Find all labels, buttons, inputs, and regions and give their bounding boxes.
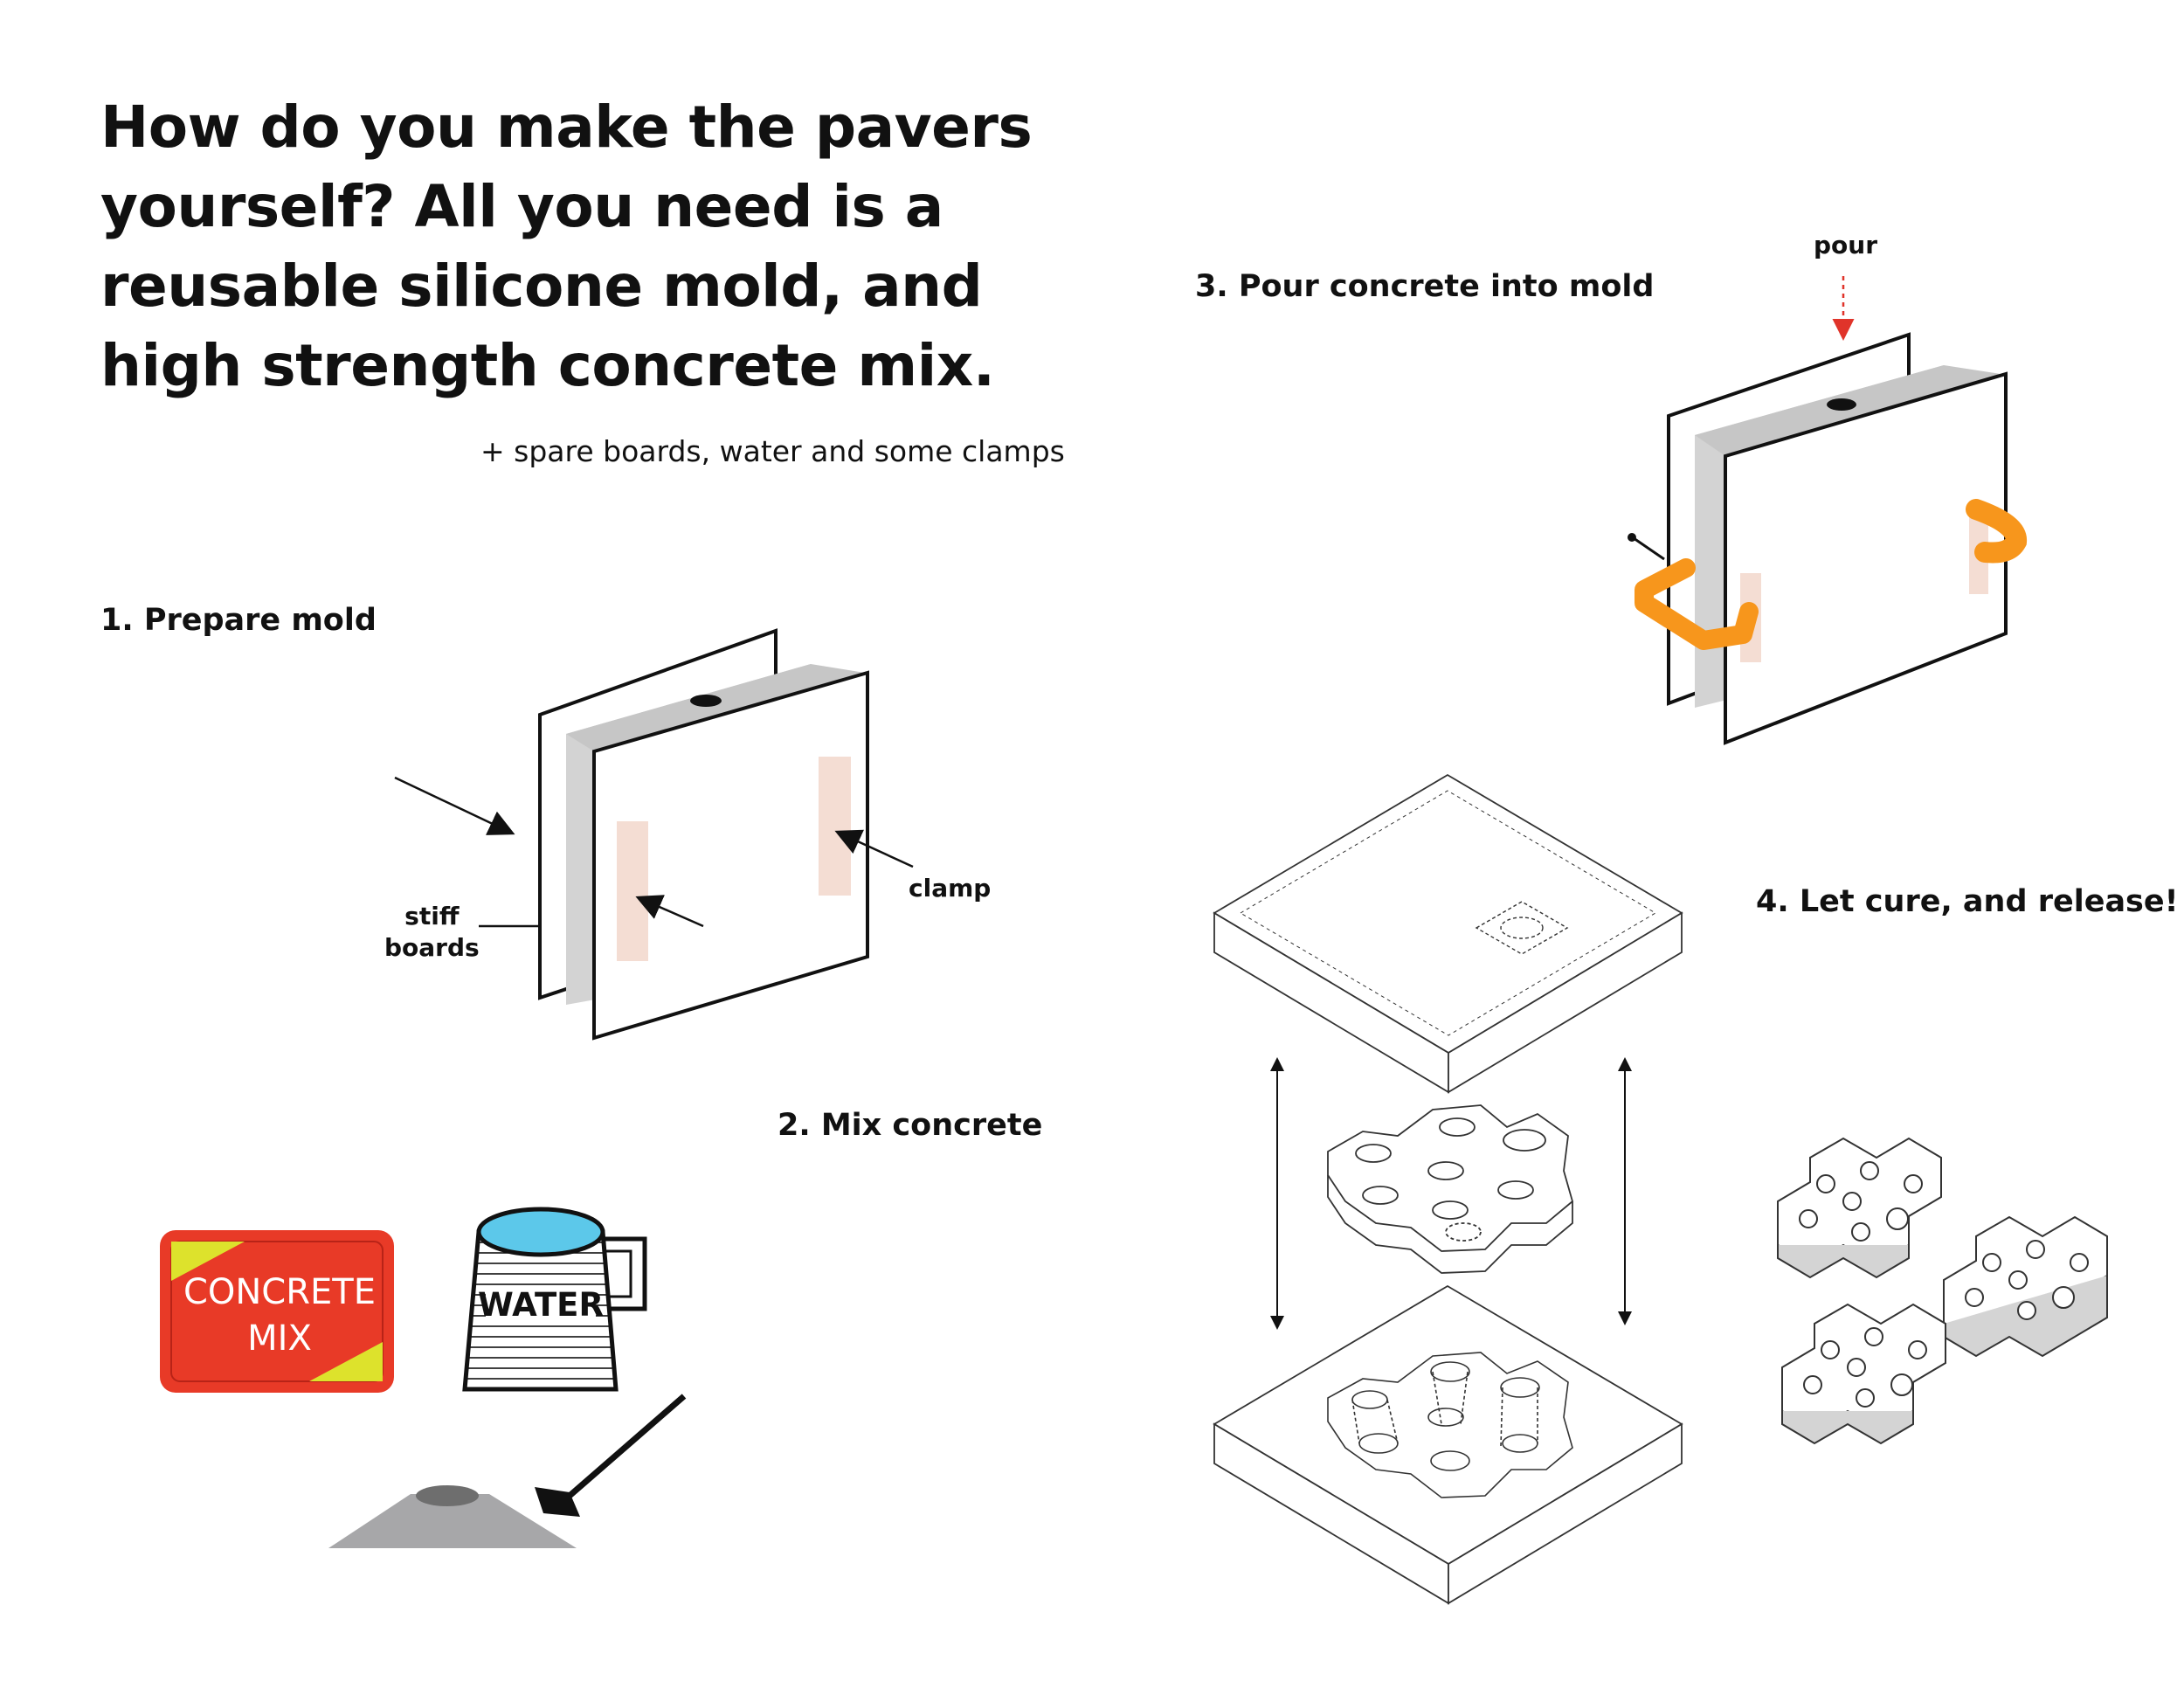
clamp-pad-left xyxy=(617,821,648,961)
clamp-right-orange xyxy=(1966,499,2027,564)
headline: How do you make the pavers yourself? All… xyxy=(100,93,1033,399)
top-slab-right xyxy=(1448,911,1683,1094)
concrete-mix-bag: CONCRETE MIX xyxy=(160,1230,394,1393)
jug-handle xyxy=(603,1236,647,1311)
clamp-left-orange xyxy=(1635,558,1759,650)
released-pavers xyxy=(1777,1137,2108,1445)
mold-top-step3 xyxy=(1695,365,2001,456)
paver-middle xyxy=(1327,1104,1574,1274)
paver-3 xyxy=(1781,1303,1946,1445)
clamp-pad-right xyxy=(819,757,851,896)
water-label-bg xyxy=(486,1287,596,1322)
jug-handle-inner xyxy=(603,1249,632,1298)
water-label: WATER xyxy=(478,1286,604,1324)
paver-1 xyxy=(1777,1137,1942,1279)
water-surface xyxy=(476,1207,605,1257)
concrete-label-line2: MIX xyxy=(247,1318,312,1359)
heap-crater xyxy=(416,1485,479,1506)
concrete-label-line1: CONCRETE xyxy=(183,1272,376,1312)
exploded-mold-view xyxy=(1213,773,1683,1605)
water-jug: WATER xyxy=(462,1207,647,1392)
bag-corner-top xyxy=(171,1242,245,1281)
front-board-step3 xyxy=(1724,371,2008,745)
silicone-mold-top xyxy=(566,664,865,751)
hoe-handle xyxy=(561,1394,687,1504)
bottom-slab-cavities xyxy=(1327,1352,1573,1498)
step-1-heading: 1. Prepare mold xyxy=(100,603,377,638)
stiff-boards-label-line2: boards xyxy=(384,933,480,962)
stiff-boards-label-line1: stiff xyxy=(404,902,460,930)
clamp-arrow-left xyxy=(635,895,704,928)
top-slab-hex xyxy=(1475,901,1569,955)
paver-2 xyxy=(1943,1215,2108,1358)
clamp-label-right: clamp xyxy=(909,874,992,903)
concrete-bag-body xyxy=(160,1230,394,1393)
clamp-screw-knob xyxy=(1628,533,1636,542)
board-pointer-arrow xyxy=(394,776,515,835)
mold-assembly-step1 xyxy=(394,628,914,1041)
mold-pour-hole xyxy=(690,695,722,707)
stiff-boards-label: stiff boards xyxy=(384,901,480,964)
bag-corner-bottom xyxy=(309,1342,383,1381)
hoe-blade xyxy=(535,1487,580,1517)
front-board xyxy=(592,670,869,1041)
clamp-arrow-right xyxy=(834,829,914,868)
top-slab-hole xyxy=(1500,917,1544,939)
concrete-heap xyxy=(328,1494,577,1548)
materials-note: + spare boards, water and some clamps xyxy=(480,434,1065,468)
step-3-heading: 3. Pour concrete into mold xyxy=(1195,269,1655,304)
step-4-heading: 4. Let cure, and release! xyxy=(1756,884,2179,919)
mold-assembly-step3 xyxy=(1628,332,2027,745)
top-slab-face xyxy=(1213,773,1683,1055)
bottom-slab-right xyxy=(1448,1422,1683,1605)
clamp-screw xyxy=(1633,536,1665,561)
step-2-heading: 2. Mix concrete xyxy=(778,1108,1043,1143)
mixing-heap xyxy=(328,1394,687,1548)
pour-hole-step3 xyxy=(1827,398,1856,411)
pour-label: pour xyxy=(1814,231,1878,259)
concrete-bag-inner xyxy=(170,1241,384,1382)
